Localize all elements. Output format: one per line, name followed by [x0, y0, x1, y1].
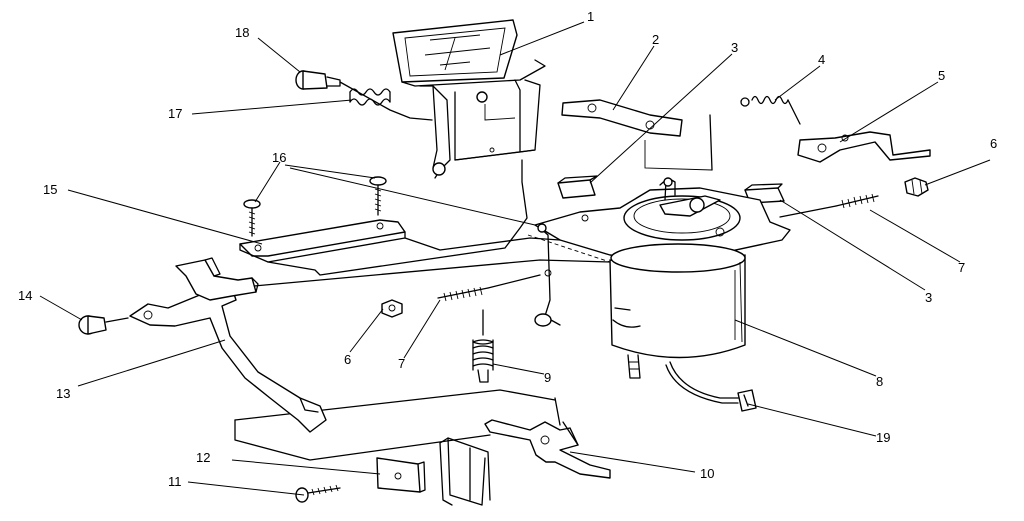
part-12-small-plate — [376, 457, 426, 493]
callout-10: 10 — [700, 466, 714, 481]
part-1-mirror-housing — [392, 19, 546, 179]
part-18-knob — [295, 70, 433, 121]
callout-11: 11 — [168, 474, 182, 489]
callout-7: 7 — [398, 356, 405, 371]
part-6-nut-lower — [381, 299, 403, 318]
callout-5: 5 — [938, 68, 945, 83]
callout-labels: 1 2 3 4 5 6 7 3 8 9 7 6 10 11 12 13 14 1… — [18, 9, 997, 489]
callout-16: 16 — [272, 150, 286, 165]
callout-3: 3 — [731, 40, 738, 55]
callout-2: 2 — [652, 32, 659, 47]
part-3-block-left — [557, 175, 598, 199]
part-8-motor — [534, 177, 791, 404]
callout-12: 12 — [196, 450, 210, 465]
part-7-rod-lower — [437, 274, 541, 302]
callout-19: 19 — [876, 430, 890, 445]
callout-15: 15 — [43, 182, 57, 197]
callout-18: 18 — [235, 25, 249, 40]
part-5-lever-arm — [797, 131, 931, 163]
callout-4: 4 — [818, 52, 825, 67]
callout-17: 17 — [168, 106, 182, 121]
part-17-spring — [349, 88, 391, 106]
callout-14: 14 — [18, 288, 32, 303]
callout-6: 6 — [344, 352, 351, 367]
part-10-lever — [484, 419, 611, 479]
u-bracket — [439, 437, 491, 506]
part-15-bracket-strip — [239, 219, 406, 263]
callout-8: 8 — [876, 374, 883, 389]
part-2-plate — [561, 99, 683, 137]
callout-1: 1 — [587, 9, 594, 24]
leader-lines — [39, 21, 991, 496]
part-16-screw-right — [369, 176, 387, 216]
part-13-bent-lever — [129, 257, 327, 433]
callout-9: 9 — [544, 370, 551, 385]
part-9-spring — [472, 309, 494, 383]
part-16-screw-left — [243, 199, 261, 237]
part-6-nut-upper — [904, 177, 929, 197]
callout-6: 6 — [990, 136, 997, 151]
callout-3: 3 — [925, 290, 932, 305]
part-14-screw — [78, 315, 129, 335]
callout-13: 13 — [56, 386, 70, 401]
part-11-screw — [295, 484, 341, 503]
part-4-spring — [644, 95, 801, 171]
part-7-rod-upper — [779, 193, 879, 218]
callout-7: 7 — [958, 260, 965, 275]
part-19-connector — [737, 389, 757, 412]
